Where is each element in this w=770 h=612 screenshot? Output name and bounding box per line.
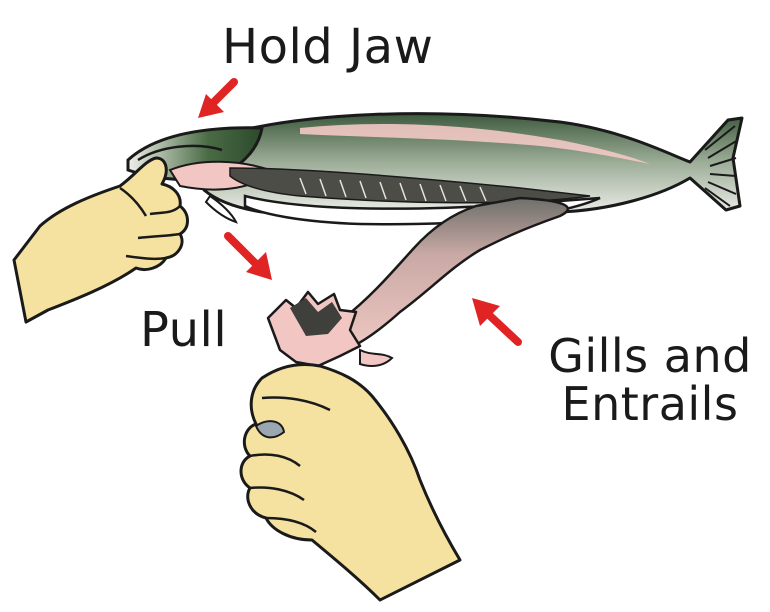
right-thumbnail <box>254 420 286 439</box>
entrails-strand <box>316 196 569 362</box>
left-finger-line <box>137 232 181 240</box>
left-hand <box>12 156 189 324</box>
right-finger-line <box>265 516 317 533</box>
pull-arrow <box>224 232 272 280</box>
left-finger-line <box>125 254 167 261</box>
fish-lateral-stripe <box>300 124 650 164</box>
fish <box>126 112 744 226</box>
entrails <box>266 196 569 368</box>
pull-label: Pull <box>140 302 228 358</box>
right-hand <box>239 363 462 602</box>
gills-frill <box>359 348 394 367</box>
fish-mouth <box>137 144 223 162</box>
gills-entrails-label: Gills and Entrails <box>540 332 760 429</box>
right-hand-shape <box>239 363 462 602</box>
gills-arrow <box>472 298 522 346</box>
gills-label-line1: Gills and <box>548 329 752 383</box>
gills-dark <box>290 298 342 336</box>
left-thumb-line <box>119 186 148 217</box>
pectoral-fin <box>204 194 238 224</box>
right-finger-line <box>249 453 301 467</box>
arrows <box>198 78 522 346</box>
organ-texture <box>299 177 487 202</box>
gills-label-line2: Entrails <box>561 377 739 432</box>
left-finger-line <box>149 205 181 216</box>
hold-jaw-arrow <box>198 78 238 118</box>
right-finger-line <box>249 486 305 502</box>
right-thumb-line <box>261 396 331 412</box>
left-hand-shape <box>12 156 189 324</box>
tail-fin <box>704 125 739 207</box>
hold-jaw-label: Hold Jaw <box>222 19 434 75</box>
